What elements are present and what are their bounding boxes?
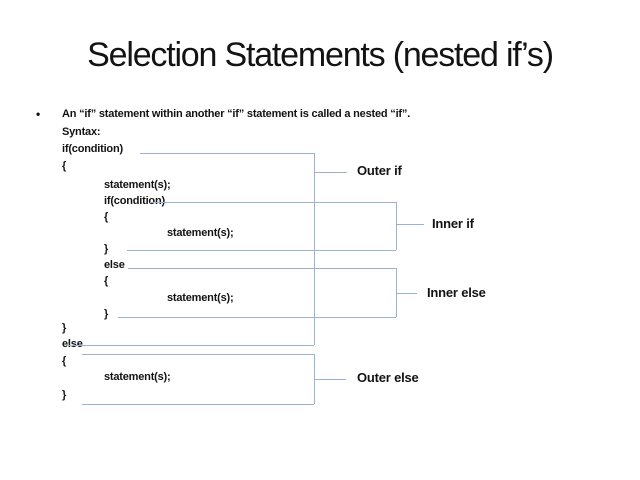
- bullet-marker: •: [36, 107, 41, 121]
- code-line-open-brace: {: [62, 355, 67, 367]
- code-line-open-brace: {: [104, 275, 109, 287]
- callout-inner-if: Inner if: [432, 216, 474, 231]
- connector-inner-else-right: [396, 268, 397, 317]
- connector-outer-if-right: [314, 153, 315, 345]
- connector-outer-else-top: [82, 354, 314, 355]
- slide-title: Selection Statements (nested if’s): [87, 36, 554, 74]
- code-line-statement: statement(s);: [104, 371, 171, 383]
- callout-inner-else: Inner else: [427, 285, 486, 300]
- connector-inner-else-top: [128, 268, 396, 269]
- connector-inner-else-callout: [396, 293, 417, 294]
- code-line-open-brace: {: [104, 211, 109, 223]
- code-line-inner-else: else: [104, 259, 125, 271]
- connector-outer-else-bottom: [82, 404, 314, 405]
- code-line-outer-if: if(condition): [62, 143, 123, 155]
- connector-outer-else-callout: [314, 379, 346, 380]
- connector-outer-if-callout: [314, 172, 347, 173]
- code-line-statement: statement(s);: [167, 292, 234, 304]
- code-line-inner-if: if(condition): [104, 195, 165, 207]
- code-line-close-brace: }: [104, 243, 109, 255]
- callout-outer-if: Outer if: [357, 163, 402, 178]
- connector-inner-if-callout: [396, 224, 424, 225]
- code-line-open-brace: {: [62, 160, 67, 172]
- code-line-syntax: Syntax:: [62, 126, 101, 138]
- callout-outer-else: Outer else: [357, 370, 419, 385]
- code-line-close-brace: }: [62, 322, 67, 334]
- code-line-close-brace: }: [104, 308, 109, 320]
- connector-outer-if-bottom: [68, 345, 314, 346]
- code-line-statement: statement(s);: [167, 227, 234, 239]
- code-line-outer-else: else: [62, 338, 83, 350]
- connector-inner-if-right: [396, 202, 397, 250]
- bullet-text: An “if” statement within another “if” st…: [62, 108, 411, 120]
- connector-inner-if-top: [150, 202, 396, 203]
- code-line-close-brace: }: [62, 389, 67, 401]
- connector-inner-if-bottom: [127, 250, 396, 251]
- connector-inner-else-bottom: [118, 317, 396, 318]
- code-line-statement: statement(s);: [104, 179, 171, 191]
- connector-outer-if-top: [140, 153, 314, 154]
